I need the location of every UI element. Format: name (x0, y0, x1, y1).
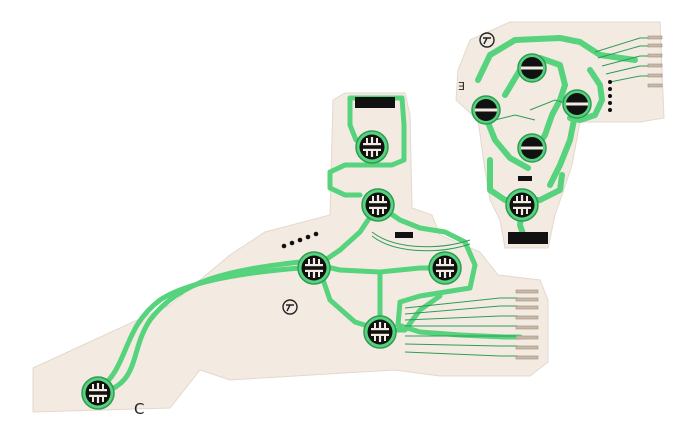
left-circle-symbol (282, 299, 298, 315)
button-pad-icon (361, 188, 395, 222)
left-trace-edges (371, 231, 518, 357)
left-membrane: C (32, 92, 549, 418)
left-top-contact (355, 97, 395, 108)
right-small-contact (518, 176, 532, 181)
button-pad-icon (297, 251, 331, 285)
right-membrane: E (455, 21, 665, 249)
left-small-contact (395, 232, 413, 238)
right-dot-column (608, 80, 612, 112)
dpad-left-pad-icon (471, 95, 501, 125)
dpad-down-pad-icon (517, 133, 547, 163)
dpad-right-pad-icon (562, 89, 592, 119)
button-pad-icon (505, 188, 539, 222)
left-letter-mark: C (134, 400, 144, 418)
right-bottom-contact (508, 232, 548, 244)
button-pad-icon (355, 130, 389, 164)
dpad-up-pad-icon (517, 53, 547, 83)
right-letter-mark: E (458, 79, 465, 92)
left-connector (515, 289, 539, 360)
right-circle-symbol (479, 32, 495, 48)
left-dot-row (281, 231, 319, 249)
button-pad-icon (81, 376, 115, 410)
button-pad-icon (428, 251, 462, 285)
right-connector (647, 35, 663, 88)
button-pad-icon (363, 315, 397, 349)
